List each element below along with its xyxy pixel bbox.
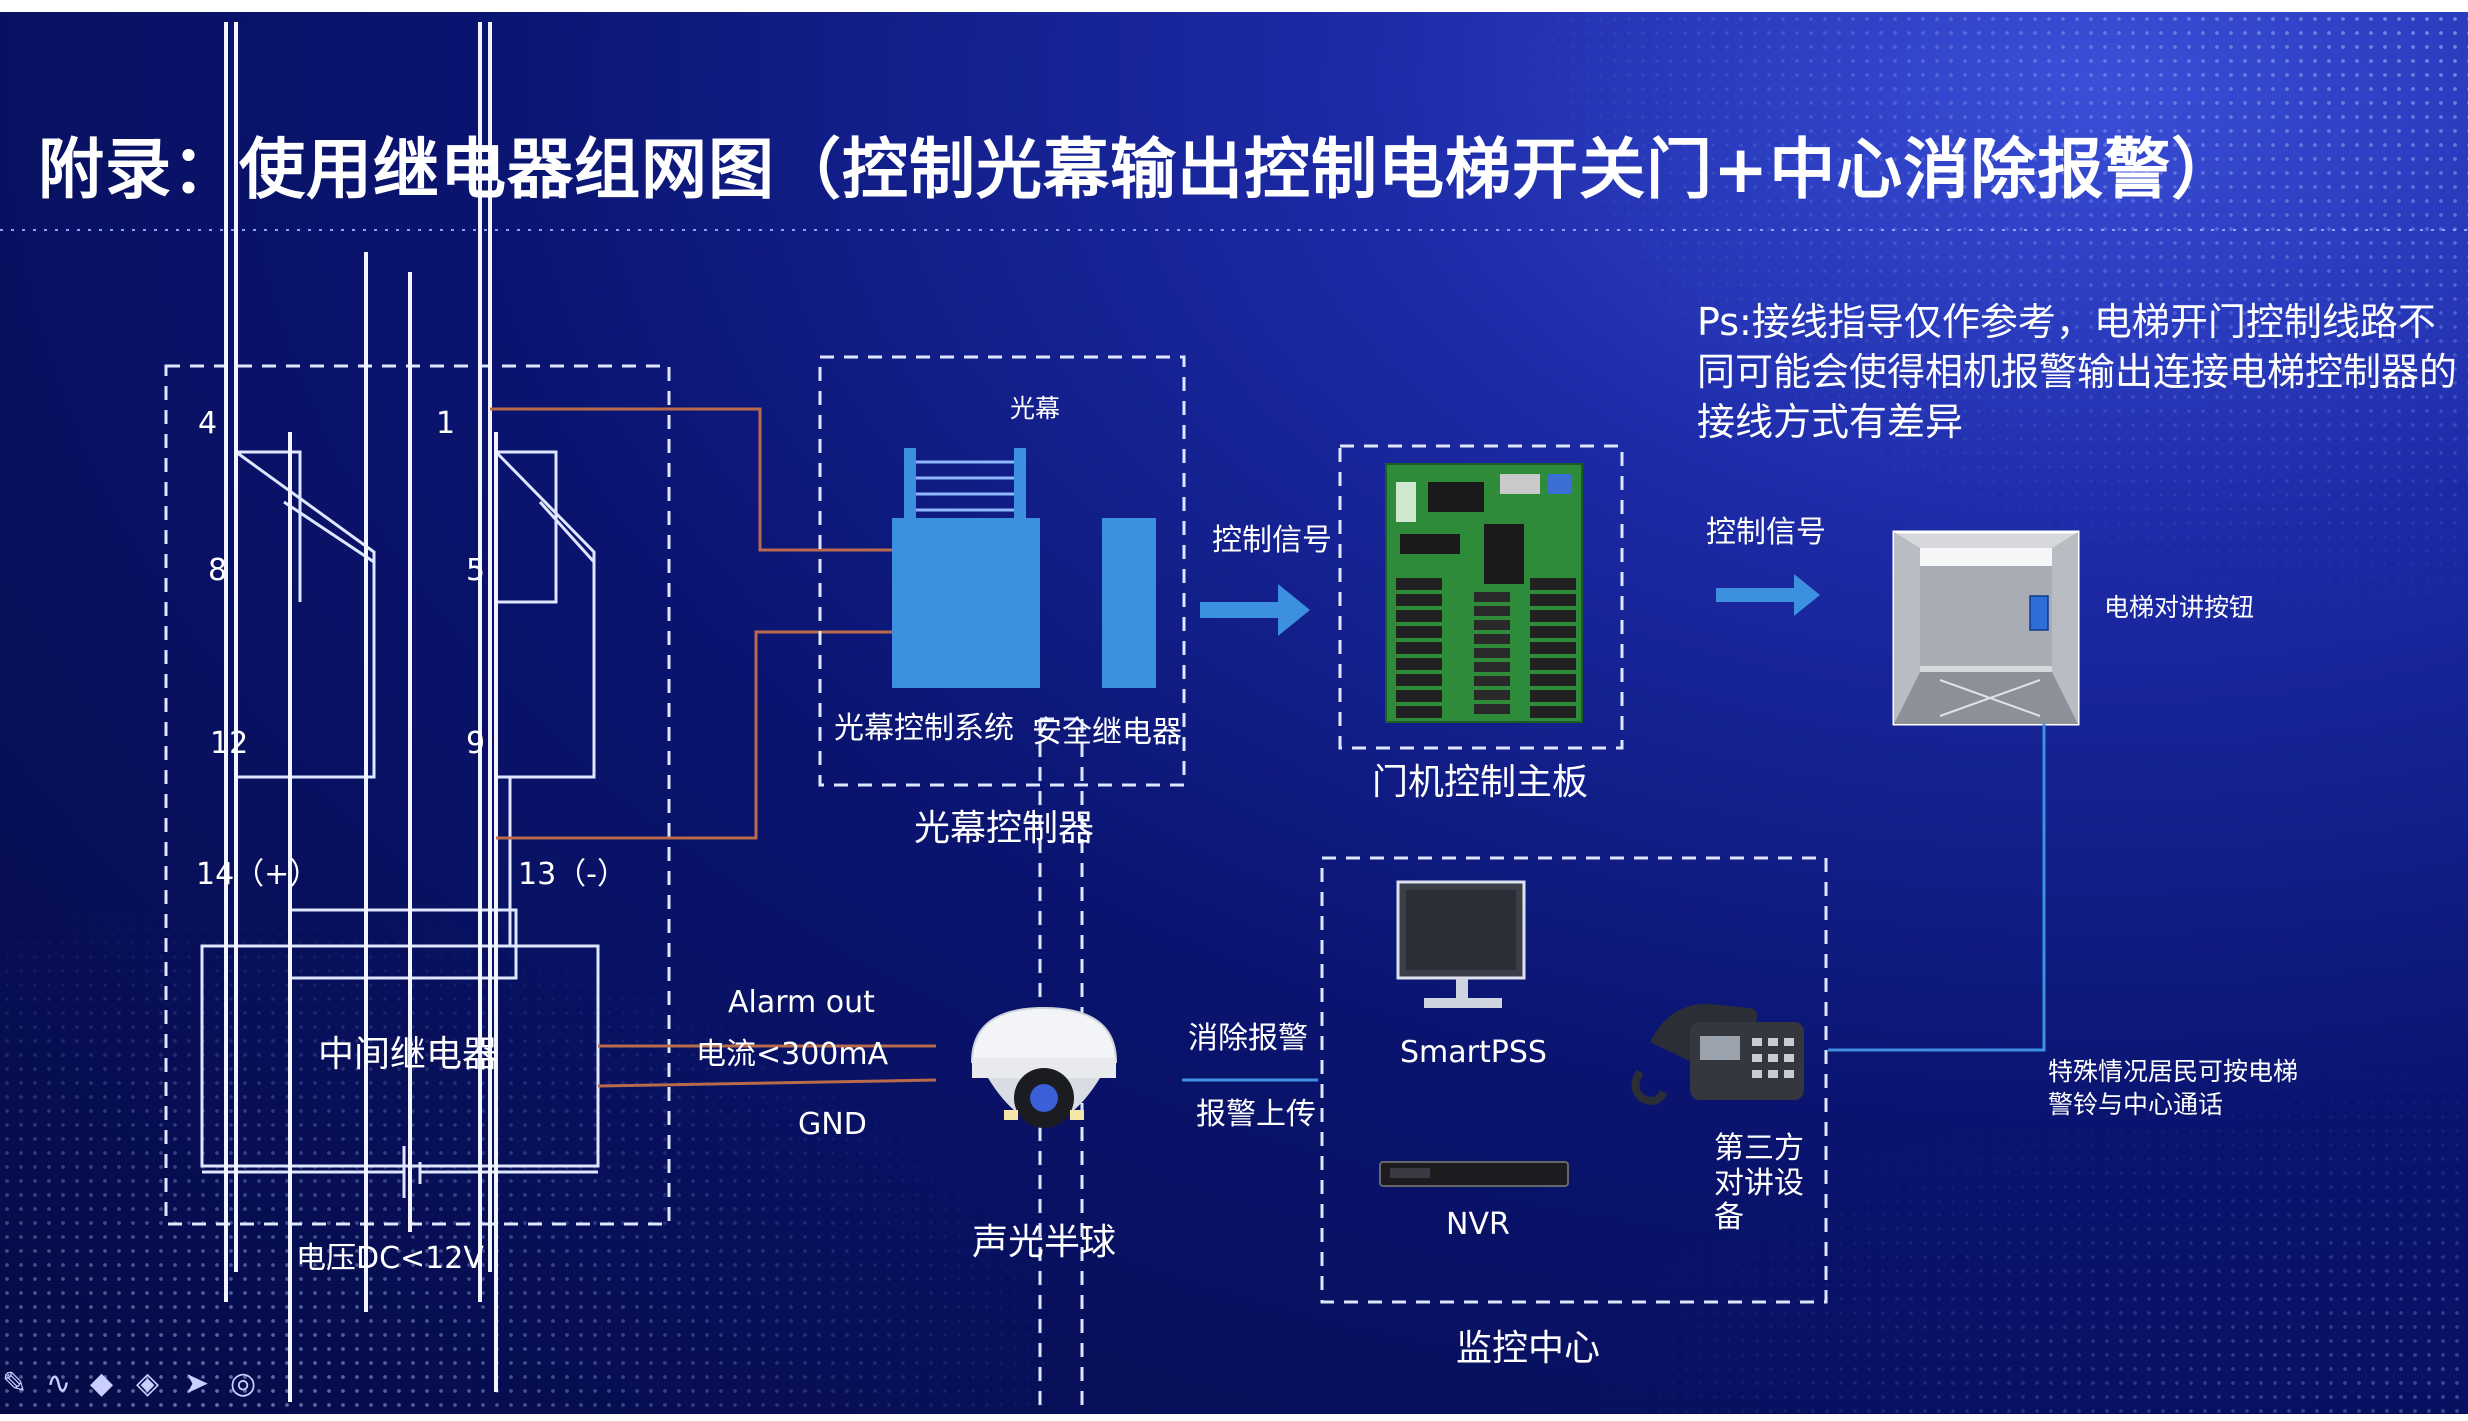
relay-to-curtain-wires bbox=[490, 407, 892, 840]
curtain-controller-title: 光幕控制器 bbox=[914, 808, 1095, 849]
elevator-intercom-button-label: 电梯对讲按钮 bbox=[2104, 593, 2255, 622]
clear-alarm-label: 消除报警 bbox=[1188, 1021, 1308, 1056]
curtain-beams bbox=[916, 460, 1014, 512]
eraser-icon[interactable]: ◆ bbox=[90, 1366, 114, 1401]
slide-canvas: 附录：使用继电器组网图（控制光幕输出控制电梯开关门+中心消除报警） Ps:接线指… bbox=[0, 12, 2468, 1414]
safety-relay-label: 安全继电器 bbox=[1032, 715, 1182, 750]
pcb-relay-block bbox=[1474, 704, 1510, 714]
target-icon[interactable]: ◎ bbox=[230, 1366, 257, 1401]
elevator-car-icon bbox=[1892, 530, 2080, 726]
slide-title: 附录：使用继电器组网图（控制光幕输出控制电梯开关门+中心消除报警） bbox=[38, 131, 2239, 208]
monitor-center-title: 监控中心 bbox=[1456, 1328, 1601, 1369]
pcb-relay-block bbox=[1530, 594, 1576, 606]
resident-note: 特殊情况居民可按电梯警铃与中心通话 bbox=[2048, 1057, 2299, 1119]
curtain-control-system-label: 光幕控制系统 bbox=[834, 711, 1014, 746]
pcb-relay-block bbox=[1530, 626, 1576, 638]
smartpss-monitor-icon bbox=[1396, 880, 1526, 1008]
nvr-device-icon bbox=[1379, 1161, 1569, 1187]
wiring-note: Ps:接线指导仅作参考，电梯开门控制线路不同可能会使得相机报警输出连接电梯控制器… bbox=[1697, 300, 2458, 445]
monitor-center-dashed-box bbox=[1320, 856, 1828, 1304]
alarm-out-label: Alarm out bbox=[728, 985, 875, 1020]
pcb-relay-block bbox=[1474, 592, 1510, 602]
relay-vertical-leads bbox=[224, 22, 498, 1402]
pcb-relay-block bbox=[1530, 706, 1576, 718]
smartpss-label: SmartPSS bbox=[1400, 1035, 1547, 1070]
curtain-label: 光幕 bbox=[1010, 394, 1061, 423]
gnd-label: GND bbox=[798, 1107, 867, 1142]
elevator-to-center-line bbox=[1828, 724, 2046, 1052]
relay-name: 中间继电器 bbox=[318, 1034, 499, 1075]
camera-title: 声光半球 bbox=[972, 1222, 1117, 1263]
highlighter-icon[interactable]: ◈ bbox=[136, 1366, 160, 1401]
pcb-relay-block bbox=[1396, 626, 1442, 638]
relay-pin-5: 5 bbox=[466, 553, 486, 588]
alarm-upload-label: 报警上传 bbox=[1196, 1097, 1316, 1132]
pcb-relay-block bbox=[1396, 642, 1442, 654]
squiggle-icon[interactable]: ∿ bbox=[46, 1366, 72, 1401]
relay-pin-13-minus: 13（-） bbox=[518, 857, 627, 892]
third-party-intercom-label: 第三方对讲设备 bbox=[1714, 1131, 1804, 1235]
control-signal-label-2: 控制信号 bbox=[1706, 515, 1826, 550]
pcb-relay-block bbox=[1396, 706, 1442, 718]
pcb-relay-block bbox=[1474, 634, 1510, 644]
pcb-relay-block bbox=[1474, 690, 1510, 700]
pcb-relay-block bbox=[1396, 578, 1442, 590]
relay-pin-1: 1 bbox=[436, 406, 456, 441]
current-limit-label: 电流<300mA bbox=[696, 1037, 889, 1072]
relay-voltage: 电压DC<12V bbox=[296, 1241, 484, 1276]
pcb-relay-grid bbox=[1396, 578, 1576, 718]
pcb-relay-block bbox=[1396, 690, 1442, 702]
pcb-relay-block bbox=[1530, 690, 1576, 702]
pcb-relay-block bbox=[1530, 578, 1576, 590]
pcb-relay-block bbox=[1396, 674, 1442, 686]
pointer-icon[interactable]: ➤ bbox=[184, 1366, 210, 1401]
door-board-title: 门机控制主板 bbox=[1372, 762, 1589, 803]
control-signal-label-1: 控制信号 bbox=[1212, 523, 1332, 558]
relay-contacts bbox=[200, 450, 600, 1198]
relay-pin-4: 4 bbox=[198, 406, 218, 441]
pcb-relay-block bbox=[1396, 610, 1442, 622]
pcb-relay-block bbox=[1474, 606, 1510, 616]
pcb-relay-block bbox=[1396, 658, 1442, 670]
curtain-emitter-icon bbox=[892, 448, 1156, 688]
camera-to-relay-wires bbox=[597, 1044, 937, 1088]
nvr-label: NVR bbox=[1446, 1207, 1510, 1242]
pcb-relay-block bbox=[1530, 610, 1576, 622]
pcb-relay-block bbox=[1530, 642, 1576, 654]
control-signal-arrows bbox=[1200, 574, 1820, 636]
relay-pin-14-plus: 14（+） bbox=[196, 857, 320, 892]
pen-icon[interactable]: ✎ bbox=[2, 1366, 28, 1401]
pcb-relay-block bbox=[1474, 620, 1510, 630]
dome-camera-icon bbox=[970, 1006, 1118, 1128]
pcb-relay-block bbox=[1530, 658, 1576, 670]
relay-pin-8: 8 bbox=[208, 553, 228, 588]
desk-phone-icon bbox=[1631, 1003, 1804, 1105]
diagram-graphics bbox=[0, 22, 2468, 1414]
pcb-relay-block bbox=[1474, 676, 1510, 686]
curtain-dashed-box bbox=[818, 355, 1186, 787]
relay-pin-12: 12 bbox=[210, 726, 249, 761]
door-board-dashed-box bbox=[1338, 444, 1624, 750]
pcb-relay-block bbox=[1474, 648, 1510, 658]
pcb-relay-block bbox=[1530, 674, 1576, 686]
pcb-relay-block bbox=[1396, 594, 1442, 606]
relay-pin-9: 9 bbox=[466, 726, 486, 761]
pcb-relay-block bbox=[1474, 662, 1510, 672]
relay-dashed-box bbox=[164, 364, 671, 1226]
